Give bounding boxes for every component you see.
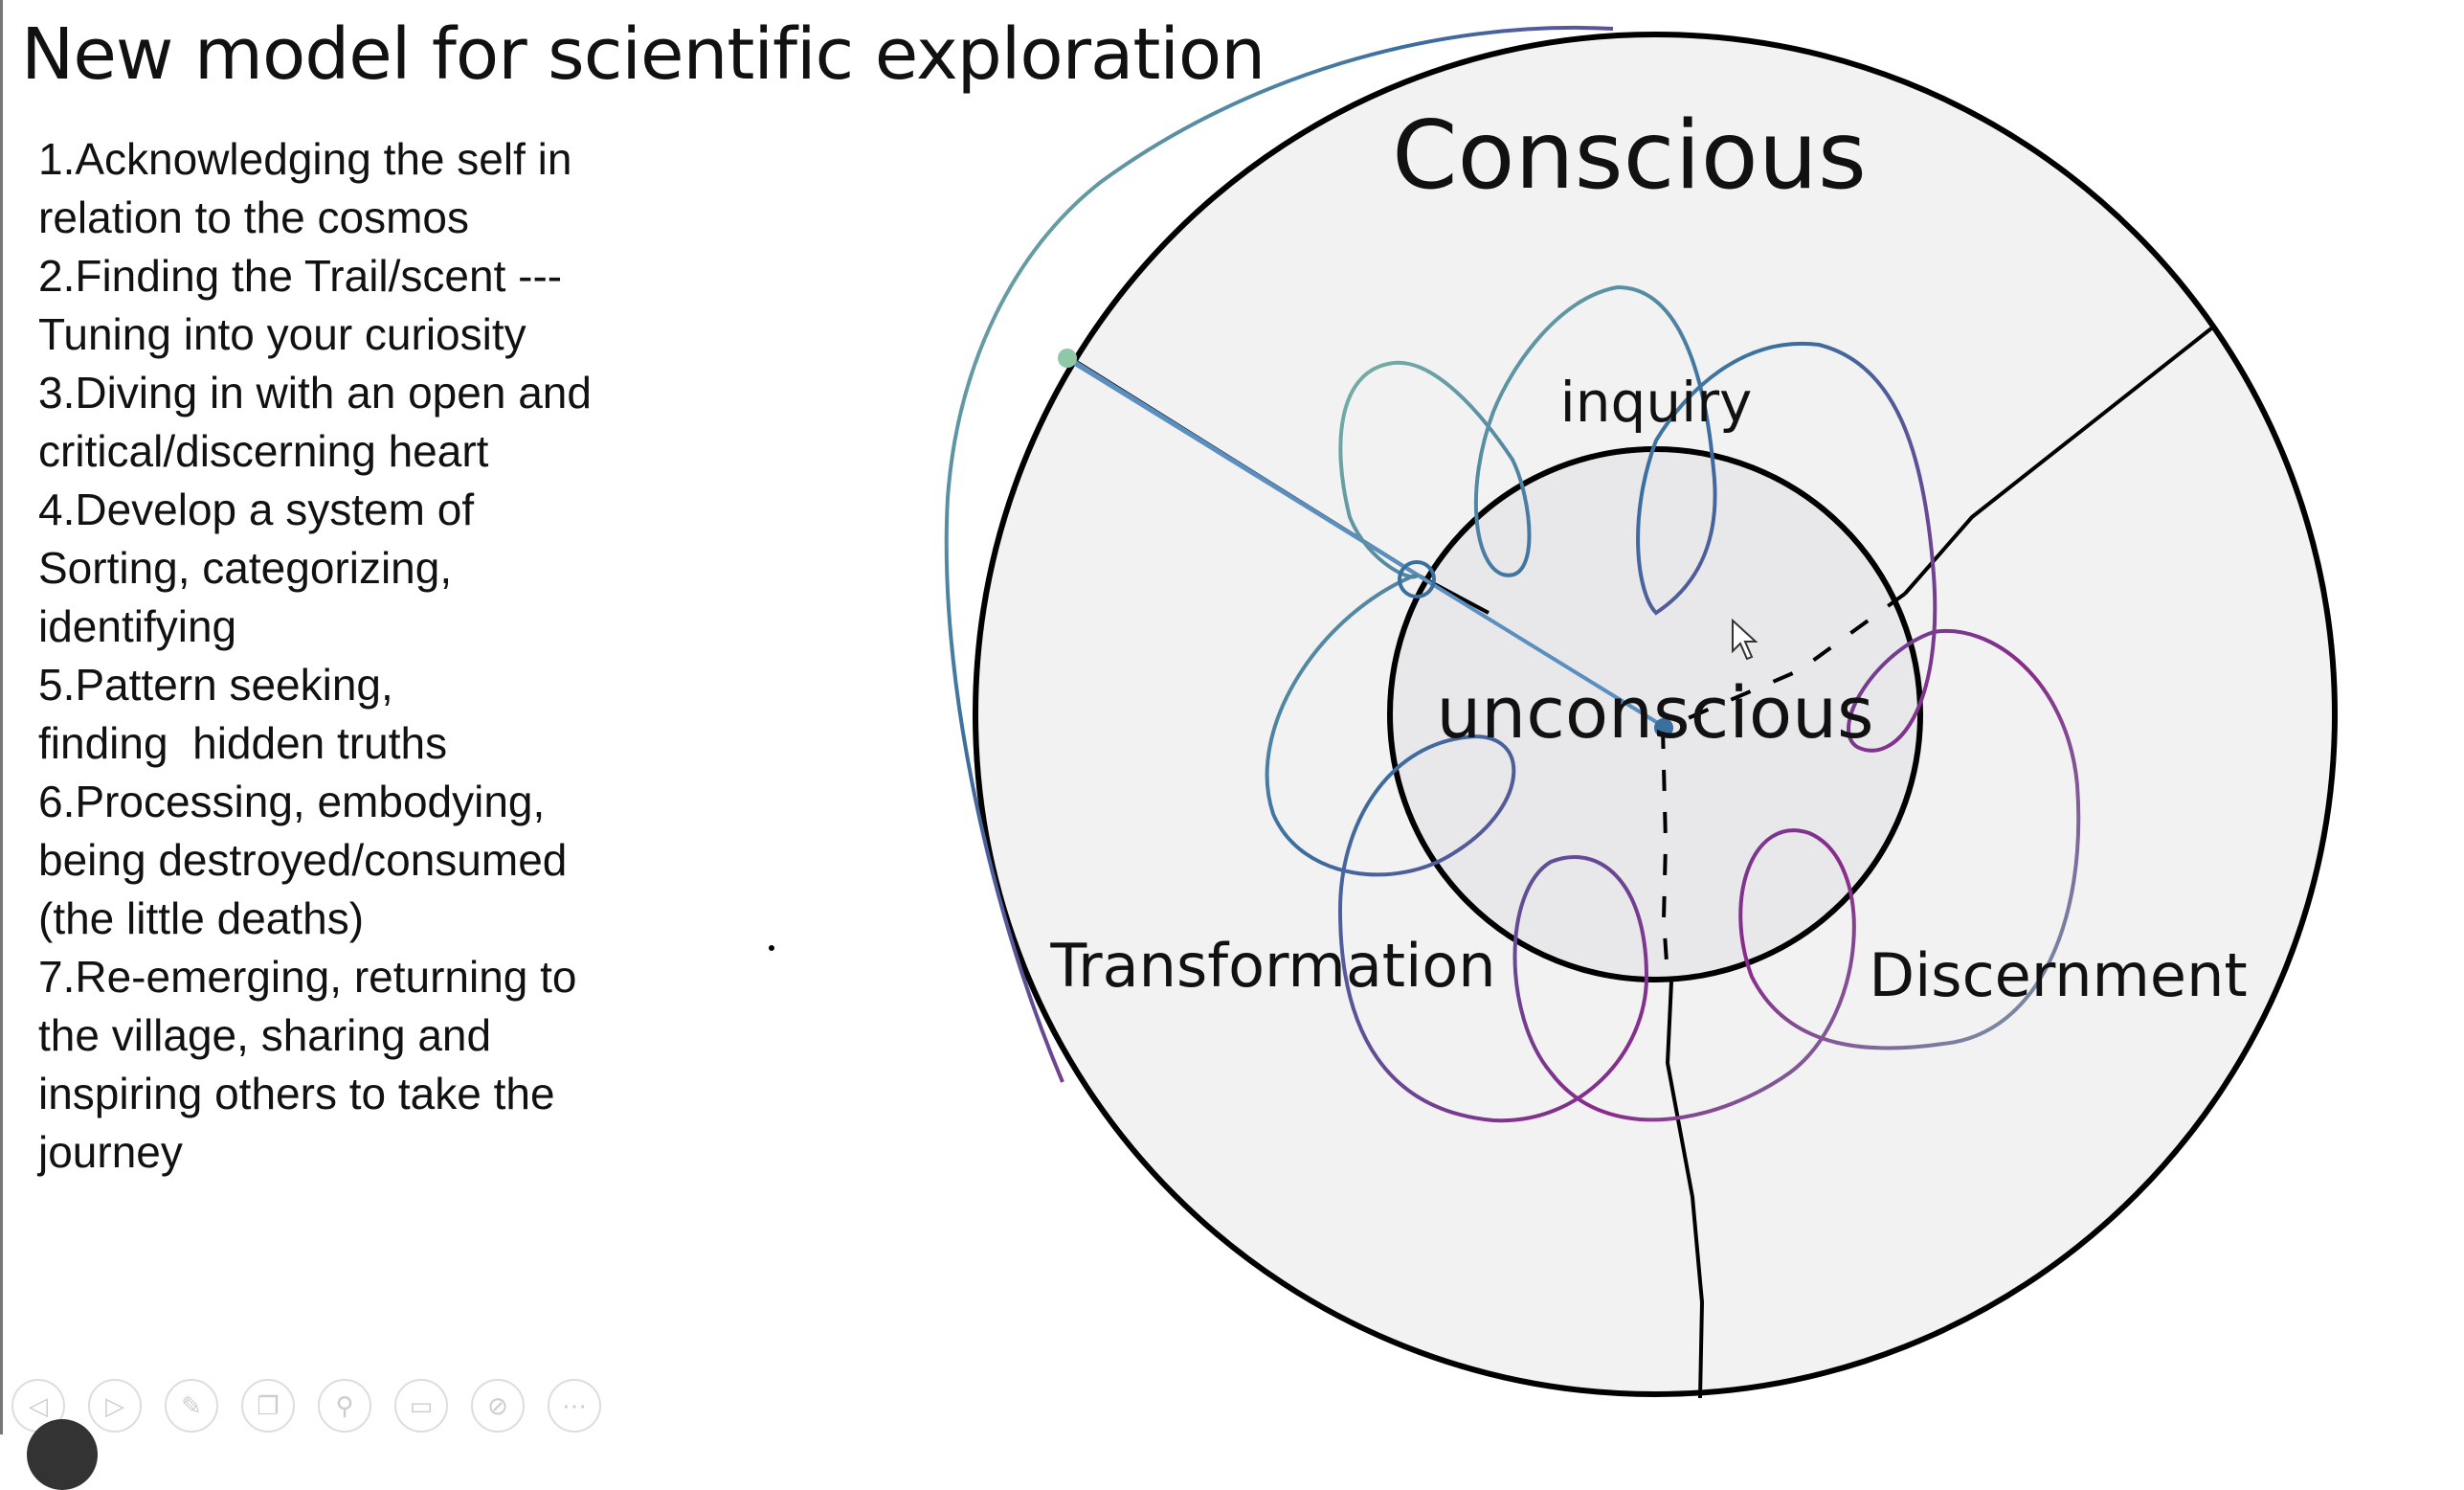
ink-loops [944,25,2081,1123]
step-line: being destroyed/consumed [38,835,568,885]
step-line: Tuning into your curiosity [38,309,526,359]
step-line: inspiring others to take the [38,1069,555,1118]
diagram: Conscious inquiry unconscious Transforma… [769,25,2338,1399]
next-icon: ▷ [105,1390,124,1420]
step-line: 5.Pattern seeking, [38,660,393,710]
step-line: identifying [38,601,237,651]
step-line: finding hidden truths [38,718,448,768]
see-all-slides-button[interactable]: ❐ [241,1379,295,1433]
conscious-label: Conscious [1392,102,1867,211]
camera-toggle-button[interactable]: ⊘ [471,1379,525,1433]
step-line: 7.Re-emerging, returning to [38,952,577,1002]
mouse-cursor-icon [1732,618,1758,661]
step-line: 1.Acknowledging the self in [38,134,572,184]
step-line: (the little deaths) [38,893,365,943]
window-edge [0,0,3,1434]
step-line: 2.Finding the Trail/scent --- [38,251,563,301]
steps-list: 1.Acknowledging the self in relation to … [38,130,708,1182]
presentation-toolbar: ◁ ▷ ✎ ❐ ⚲ ▭ ⊘ ⋯ [11,1379,601,1433]
more-icon: ⋯ [562,1390,587,1420]
inquiry-label: inquiry [1560,370,1753,435]
step-line: critical/discerning heart [38,426,489,476]
step-line: journey [38,1127,183,1177]
step-line: the village, sharing and [38,1010,492,1060]
previous-icon: ◁ [29,1390,48,1420]
slide-title: New model for scientific exploration [21,13,1266,96]
slides-icon: ❐ [257,1390,280,1420]
inner-circle [1387,446,1923,982]
step-line: 3.Diving in with an open and [38,368,592,418]
divider-bottom [1665,981,1705,1399]
next-button[interactable]: ▷ [88,1379,142,1433]
unconscious-label: unconscious [1436,672,1873,755]
zoom-button[interactable]: ⚲ [318,1379,371,1433]
pen-button[interactable]: ✎ [165,1379,218,1433]
step-line: 4.Develop a system of [38,485,475,534]
camera-off-icon: ⊘ [487,1390,508,1420]
discernment-label: Discernment [1869,940,2247,1010]
subtitles-icon: ▭ [409,1390,434,1420]
more-options-button[interactable]: ⋯ [548,1379,601,1433]
transformation-label: Transformation [1049,931,1495,1001]
step-line: relation to the cosmos [38,192,470,242]
divider-right [1903,327,2213,596]
pen-icon: ✎ [181,1390,202,1420]
step-line: Sorting, categorizing, [38,543,453,593]
zoom-icon: ⚲ [335,1390,354,1420]
divider-bottom-dashed [1661,727,1669,978]
overlay-circle [27,1419,98,1490]
stray-dot [769,945,774,951]
step-line: 6.Processing, embodying, [38,777,546,826]
subtitles-button[interactable]: ▭ [394,1379,448,1433]
